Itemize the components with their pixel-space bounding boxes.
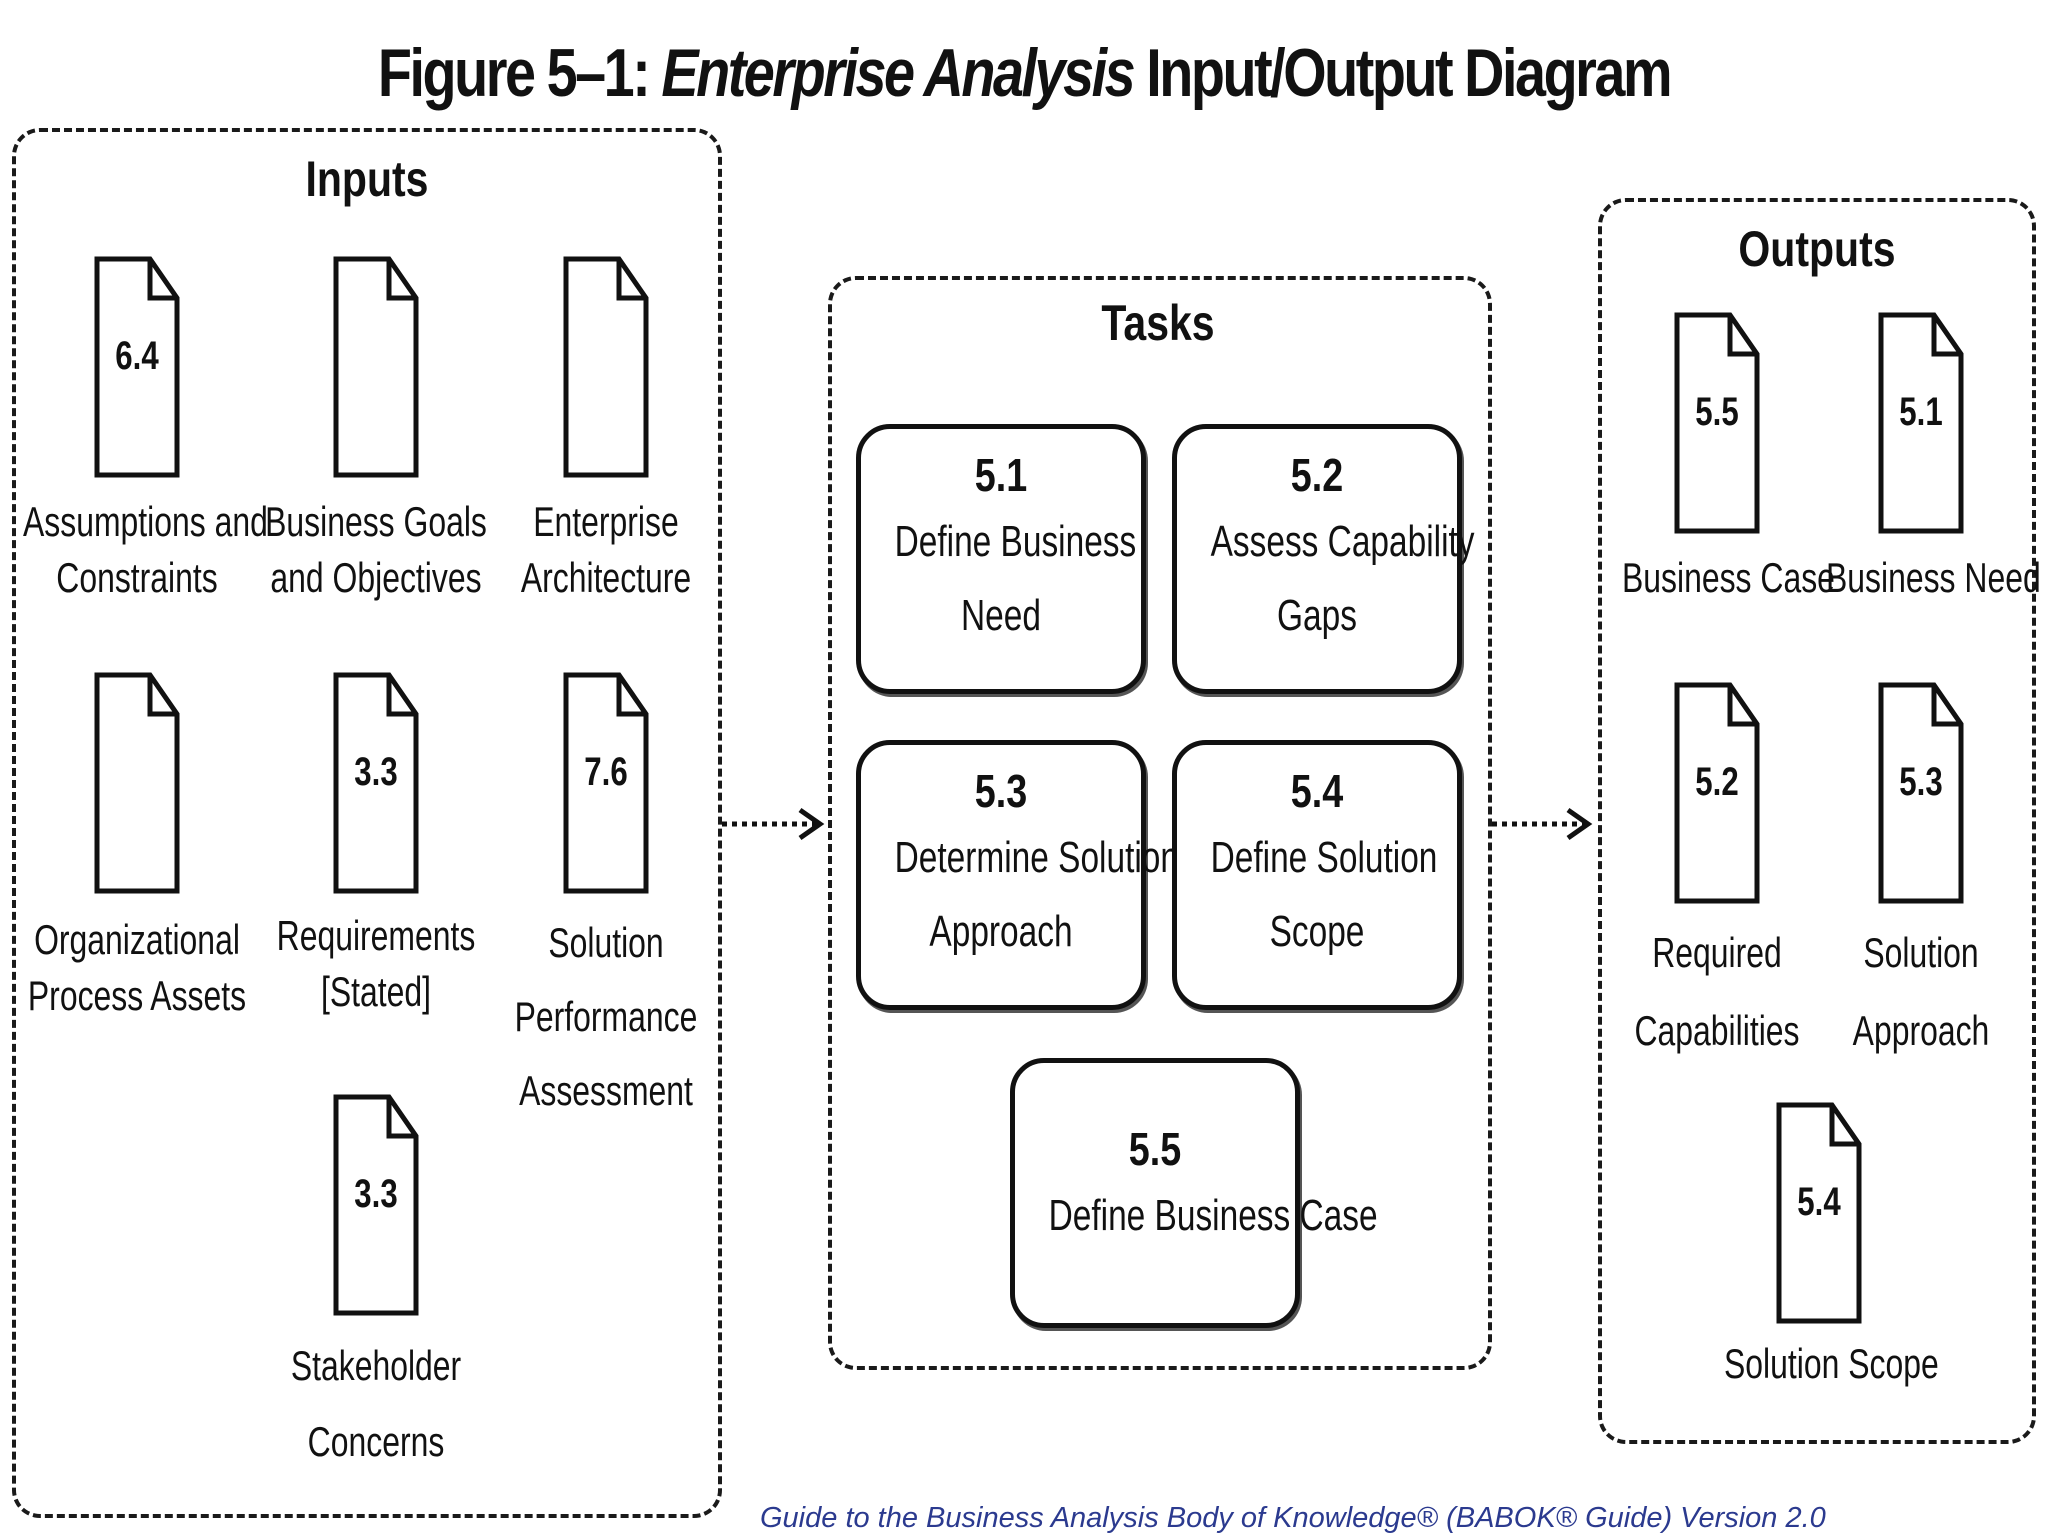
output-label: Business Case [1622,554,1835,601]
outputs-title: Outputs [1738,221,1896,277]
output-label: Solution Scope [1724,1340,1939,1387]
document-icon [563,256,649,478]
document-number: 7.6 [584,750,628,794]
task-number: 5.1 [974,449,1028,501]
task-number: 5.5 [1128,1123,1182,1175]
document-number: 5.1 [1899,390,1943,434]
arrow-inputs-to-tasks [722,807,825,841]
task-number: 5.4 [1290,765,1344,817]
document-number: 5.2 [1695,760,1739,804]
inputs-title: Inputs [305,151,429,207]
task-number: 5.3 [974,765,1028,817]
document-icon: 6.4 [94,256,180,478]
document-icon: 5.1 [1878,312,1964,534]
document-number: 5.3 [1899,760,1943,804]
document-number: 3.3 [354,750,398,794]
outputs-group [1598,198,2036,1444]
tasks-group [828,276,1492,1370]
figure-title-prefix: Figure 5–1: [377,35,662,111]
document-number: 5.5 [1695,390,1739,434]
document-icon: 5.2 [1674,682,1760,904]
source-footer: Guide to the Business Analysis Body of K… [760,1502,1826,1534]
document-icon: 5.4 [1776,1102,1862,1324]
figure-title-suffix: Input/Output Diagram [1133,35,1672,111]
output-label: Business Need [1826,554,2041,601]
figure-title-italic: Enterprise Analysis [661,35,1135,111]
document-icon [333,256,419,478]
inputs-group [12,128,722,1518]
task-name: Define Business Case [1048,1191,1378,1240]
document-icon: 3.3 [333,1094,419,1316]
document-number: 3.3 [354,1172,398,1216]
arrow-tasks-to-outputs [1492,807,1593,841]
document-icon: 5.3 [1878,682,1964,904]
task-box: 5.5 Define Business Case [1010,1058,1378,1328]
document-icon: 5.5 [1674,312,1760,534]
document-number: 5.4 [1797,1180,1841,1224]
tasks-title: Tasks [1101,295,1215,351]
task-number: 5.2 [1290,449,1344,501]
figure-title: Figure 5–1: Enterprise Analysis Input/Ou… [184,34,1863,112]
document-number: 6.4 [115,334,159,378]
document-icon: 3.3 [333,672,419,894]
document-icon: 7.6 [563,672,649,894]
input-label: Requirements[Stated] [276,912,476,1015]
document-icon [94,672,180,894]
